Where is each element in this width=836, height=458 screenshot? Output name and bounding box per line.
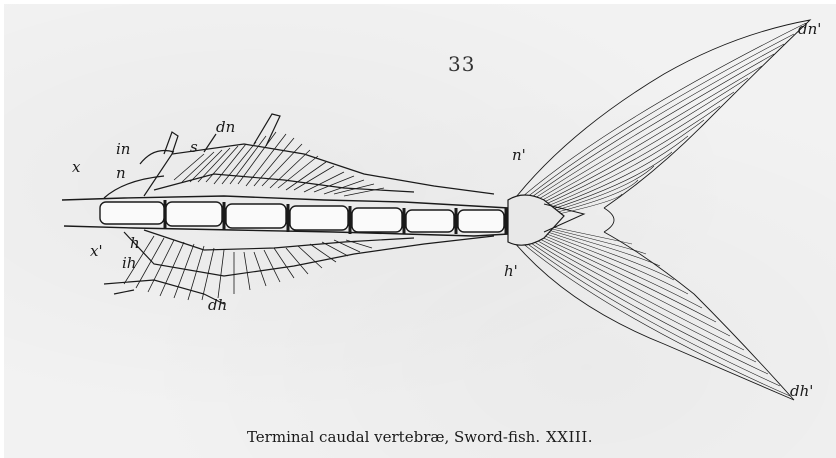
label-x-prime: x' xyxy=(90,244,103,259)
label-dh-prime: dh' xyxy=(790,384,813,399)
engraving-plate: 33 dn in s n x x' h ih dh n' h' dn' dh' … xyxy=(4,4,836,458)
caudal-fin xyxy=(508,20,810,400)
fin-notch xyxy=(604,208,614,232)
label-s: s xyxy=(190,140,198,155)
label-n: n xyxy=(116,166,126,181)
label-n-prime: n' xyxy=(512,148,526,163)
figure-caption: Terminal caudal vertebræ, Sword-fish. XXI… xyxy=(4,428,836,446)
label-dn: dn xyxy=(216,120,235,135)
label-dn-prime: dn' xyxy=(798,22,821,37)
label-dh: dh xyxy=(208,298,227,313)
haemal-spines xyxy=(104,230,494,304)
label-h: h xyxy=(130,236,140,251)
vertebra-centra xyxy=(100,202,504,232)
caption-text: Terminal caudal vertebræ, Sword-fish. xyxy=(247,428,540,446)
label-x: x xyxy=(72,160,80,175)
vertebral-column xyxy=(62,196,509,236)
fin-upper-outline xyxy=(509,20,810,208)
label-h-prime: h' xyxy=(504,264,518,279)
fin-rays-lower xyxy=(514,224,790,396)
neural-spines xyxy=(104,114,494,198)
label-in: in xyxy=(116,142,130,157)
sword-fish-tail-illustration xyxy=(4,4,836,458)
label-ih: ih xyxy=(122,256,136,271)
fin-rays-upper xyxy=(514,24,804,218)
page-number: 33 xyxy=(448,52,475,76)
plate-number: XXIII. xyxy=(546,428,593,446)
